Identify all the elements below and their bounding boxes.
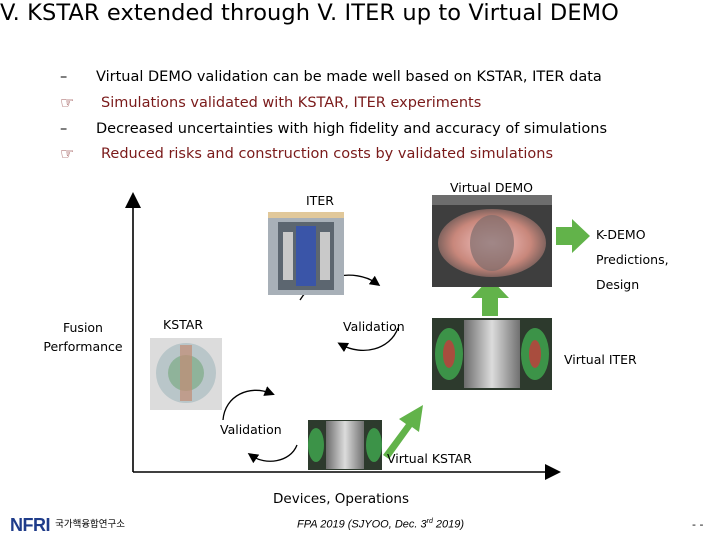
dash-marker: – (60, 121, 68, 137)
y-axis-label-line2: Performance (43, 339, 123, 354)
page-marker: - - (692, 518, 704, 531)
bullet-text: Decreased uncertainties with high fideli… (96, 121, 608, 137)
kdemo-line2: Predictions, (596, 252, 669, 267)
citation-main: FPA 2019 (SJYOO, Dec. 3 (297, 518, 427, 531)
virtual-demo-image (432, 195, 552, 287)
bullet-text: Simulations validated with KSTAR, ITER e… (101, 95, 482, 111)
kdemo-line1: K-DEMO (596, 227, 646, 242)
validation-label-lower: Validation (220, 422, 282, 437)
kstar-image (150, 338, 222, 410)
dash-marker: – (60, 69, 68, 85)
node-label-kstar: KSTAR (163, 317, 204, 332)
iter-image (268, 212, 344, 295)
validation-arrow-lower-a (222, 386, 275, 421)
pointing-hand-icon: ☞ (60, 93, 75, 112)
node-label-virtual-kstar: Virtual KSTAR (387, 451, 472, 466)
x-axis-label: Devices, Operations (273, 491, 410, 507)
y-axis-label-line1: Fusion (63, 320, 103, 335)
virtual-iter-image (432, 318, 552, 390)
citation-superscript: rd (426, 518, 433, 525)
node-label-virtual-demo: Virtual DEMO (450, 180, 533, 195)
kdemo-label: K-DEMO Predictions, Design (596, 222, 669, 297)
kdemo-green-arrow (556, 219, 590, 253)
logo-text: NFRI (10, 515, 51, 535)
slide-title: V. KSTAR extended through V. ITER up to … (0, 0, 619, 26)
up-green-arrow (471, 278, 509, 316)
kdemo-line3: Design (596, 277, 640, 292)
validation-arrow-upper-b (337, 327, 399, 353)
y-axis-label: Fusion Performance (40, 318, 126, 356)
citation-end: 2019) (432, 518, 465, 531)
nfri-logo: NFRI 국가핵융합연구소 (10, 515, 125, 537)
logo-korean-text: 국가핵융합연구소 (55, 519, 126, 530)
bullet-text: Reduced risks and construction costs by … (101, 146, 554, 162)
node-label-iter: ITER (306, 193, 334, 208)
bullet-text: Virtual DEMO validation can be made well… (96, 69, 602, 85)
citation: FPA 2019 (SJYOO, Dec. 3rd 2019) (297, 518, 464, 531)
virtual-kstar-image (308, 420, 382, 470)
validation-arrow-lower-b (247, 444, 298, 464)
validation-label-upper: Validation (343, 319, 405, 334)
node-label-virtual-iter: Virtual ITER (564, 352, 637, 367)
pointing-hand-icon: ☞ (60, 144, 75, 163)
diag-green-arrow (383, 405, 423, 459)
